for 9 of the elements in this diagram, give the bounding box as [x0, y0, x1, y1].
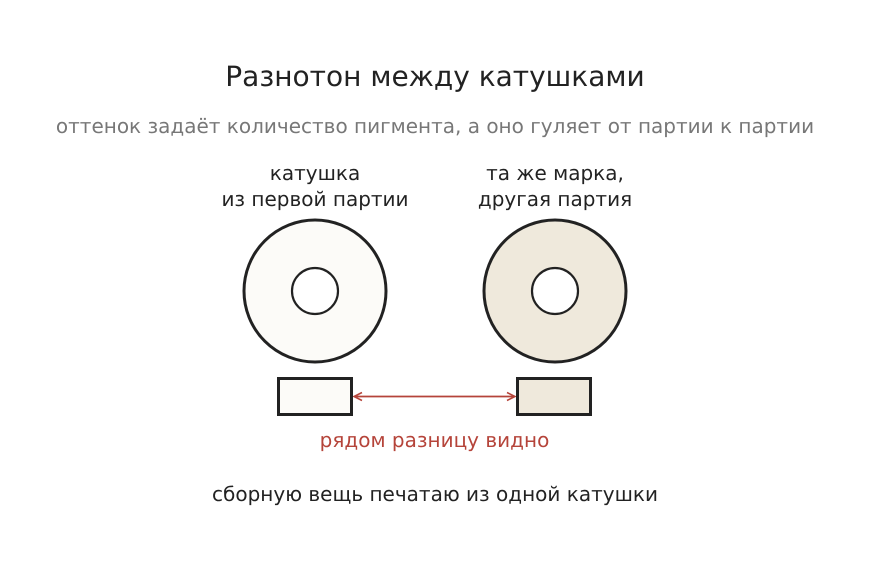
title: Разнотон между катушками	[224, 60, 646, 94]
caption: сборную вещь печатаю из одной катушки	[211, 481, 659, 507]
swatch-icon	[516, 377, 592, 416]
double-arrow	[353, 392, 516, 402]
spool-label: та же марка, другая партия	[478, 160, 632, 212]
edge-label: рядом разницу видно	[318, 426, 550, 452]
swatch-icon	[277, 377, 353, 416]
subtitle: оттенок задаёт количество пигмента, а оно гуляет от партии к партии	[54, 113, 816, 139]
spool-label: катушка из первой партии	[221, 160, 409, 212]
